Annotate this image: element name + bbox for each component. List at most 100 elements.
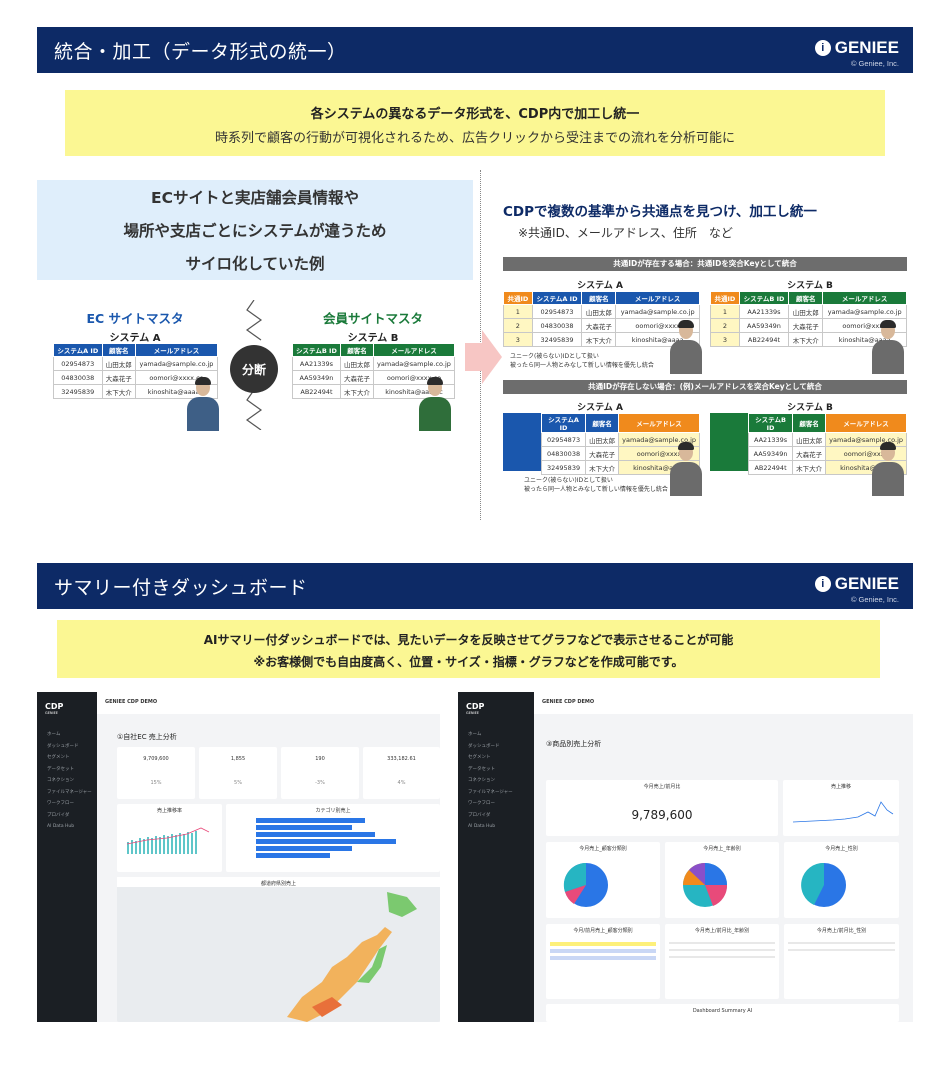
person-photo [668, 318, 704, 374]
kpi-card: 190-3% [281, 747, 359, 799]
banner2-line2: ※お客様側でも自由度高く、位置・サイズ・指標・グラフなどを作成可能です。 [253, 655, 684, 669]
section1-banner: 各システムの異なるデータ形式を、CDP内で加工し統一 時系列で顧客の行動が可視化… [65, 90, 885, 156]
section2-banner: AIサマリー付ダッシュボードでは、見たいデータを反映させてグラフなどで表示させる… [57, 620, 880, 678]
sidebar-item[interactable]: ダッシュボード [47, 743, 79, 749]
person-photo [870, 318, 906, 374]
person-photo [668, 440, 704, 496]
sidebar-item[interactable]: ワークフロー [47, 801, 74, 806]
case2-system-b: システム B [787, 403, 833, 413]
sidebar-item[interactable]: ワークフロー [468, 801, 495, 806]
japan-map [287, 892, 417, 1022]
map-card: 都道府県別売上 [117, 877, 440, 1022]
sidebar-item[interactable]: ファイルマネージャー [47, 789, 92, 795]
section1-title: 統合・加工（データ形式の統一） [54, 41, 347, 63]
category-bar [256, 853, 330, 858]
category-bar-chart [226, 814, 440, 864]
app-title: GENIEE CDP DEMO [534, 692, 913, 714]
dashboard-title: ③商品別売上分析 [546, 740, 602, 748]
trend-card: 売上推移率 [117, 804, 222, 872]
sidebar-item[interactable]: AI Data Hub [47, 824, 75, 829]
silo-description: ECサイトと実店舗会員情報や 場所や支店ごとにシステムが違うため サイロ化してい… [37, 180, 473, 280]
gender-pie-chart [801, 862, 846, 907]
trend-line-chart [792, 801, 894, 823]
pie-card: 今月売上_年齢別 [665, 842, 779, 918]
sidebar-item[interactable]: データセット [468, 766, 495, 772]
system-b-label: システム B [347, 333, 399, 344]
sidebar-item[interactable]: ホーム [47, 732, 61, 737]
table-card: 今月/前月売上_顧客分類別 [546, 924, 660, 999]
member-master-title: 会員サイトマスタ [322, 311, 423, 326]
case2-a-block [503, 413, 541, 471]
trend-chart [126, 827, 210, 854]
split-badge: 分断 [230, 345, 278, 393]
logo-icon: i [814, 40, 831, 56]
arrow-icon [465, 343, 483, 371]
person-photo [870, 440, 906, 496]
split-zigzag [245, 300, 263, 430]
right-subtitle: ※共通ID、メールアドレス、住所 など [518, 226, 733, 240]
system-a-label: システム A [109, 333, 161, 344]
category-bar [256, 832, 375, 837]
sidebar-item[interactable]: プロバイダ [468, 812, 491, 818]
case1-note: ユニーク(被らない)IDとして扱い被ったら同一人物とみなして新しい情報を優先し統… [510, 353, 654, 369]
banner-bold: 各システムの異なるデータ形式を、CDP内で加工し統一 [310, 107, 640, 122]
trend-card: 売上推移 [783, 780, 899, 836]
category-bar [256, 825, 352, 830]
sidebar-item[interactable]: ダッシュボード [468, 743, 500, 749]
category-bar-card: カテゴリ別売上 [226, 804, 440, 872]
ec-master-title: EC サイトマスタ [86, 311, 184, 326]
customer-pie-chart [563, 862, 608, 907]
case2-system-a: システム A [577, 403, 623, 413]
case2-bar: 共通IDが存在しない場合：(例)メールアドレスを突合Keyとして統合 [503, 380, 907, 394]
copyright: © Geniee, Inc. [850, 59, 899, 68]
app-title: GENIEE CDP DEMO [97, 692, 440, 714]
table-card: 今月売上/前月比_年齢別 [665, 924, 779, 999]
person-photo [185, 375, 221, 431]
category-bar [256, 846, 352, 851]
pie-card: 今月売上_性別 [784, 842, 899, 918]
case2-b-block [710, 413, 748, 471]
ai-summary-card: Dashboard Summary AI [546, 1004, 899, 1022]
sidebar-item[interactable]: プロバイダ [47, 812, 70, 818]
sidebar-item[interactable]: ファイルマネージャー [468, 789, 513, 795]
sidebar-item[interactable]: セグメント [47, 755, 70, 760]
banner-normal: 時系列で顧客の行動が可視化されるため、広告クリックから受注までの流れを分析可能に [214, 131, 735, 146]
arrow-head-icon [482, 330, 502, 384]
age-pie-chart [683, 863, 728, 907]
sidebar-item[interactable]: セグメント [468, 755, 491, 760]
logo-icon: i [814, 576, 831, 592]
copyright: © Geniee, Inc. [850, 595, 899, 604]
sidebar-item[interactable]: コネクション [468, 778, 495, 783]
table-card: 今月売上/前月比_性別 [784, 924, 899, 999]
section2-title: サマリー付きダッシュボード [54, 577, 308, 599]
sidebar-item[interactable]: データセット [47, 766, 74, 772]
sidebar-item[interactable]: ホーム [468, 732, 482, 737]
case2-note: ユニーク(被らない)IDとして扱い被ったら同一人物とみなして新しい情報を優先し統… [524, 477, 668, 493]
case1-system-b: システム B [787, 281, 833, 291]
sidebar-item[interactable]: AI Data Hub [468, 824, 496, 829]
case1-bar: 共通IDが存在する場合：共通IDを突合Keyとして統合 [503, 257, 907, 271]
sidebar-item[interactable]: コネクション [47, 778, 74, 783]
kpi-card: 今月売上/前月比 9,789,600 [546, 780, 778, 836]
right-title: CDPで複数の基準から共通点を見つけ、加工し統一 [503, 204, 817, 220]
banner2-line1: AIサマリー付ダッシュボードでは、見たいデータを反映させてグラフなどで表示させる… [203, 633, 734, 647]
category-bar [256, 839, 396, 844]
person-photo [417, 375, 453, 431]
